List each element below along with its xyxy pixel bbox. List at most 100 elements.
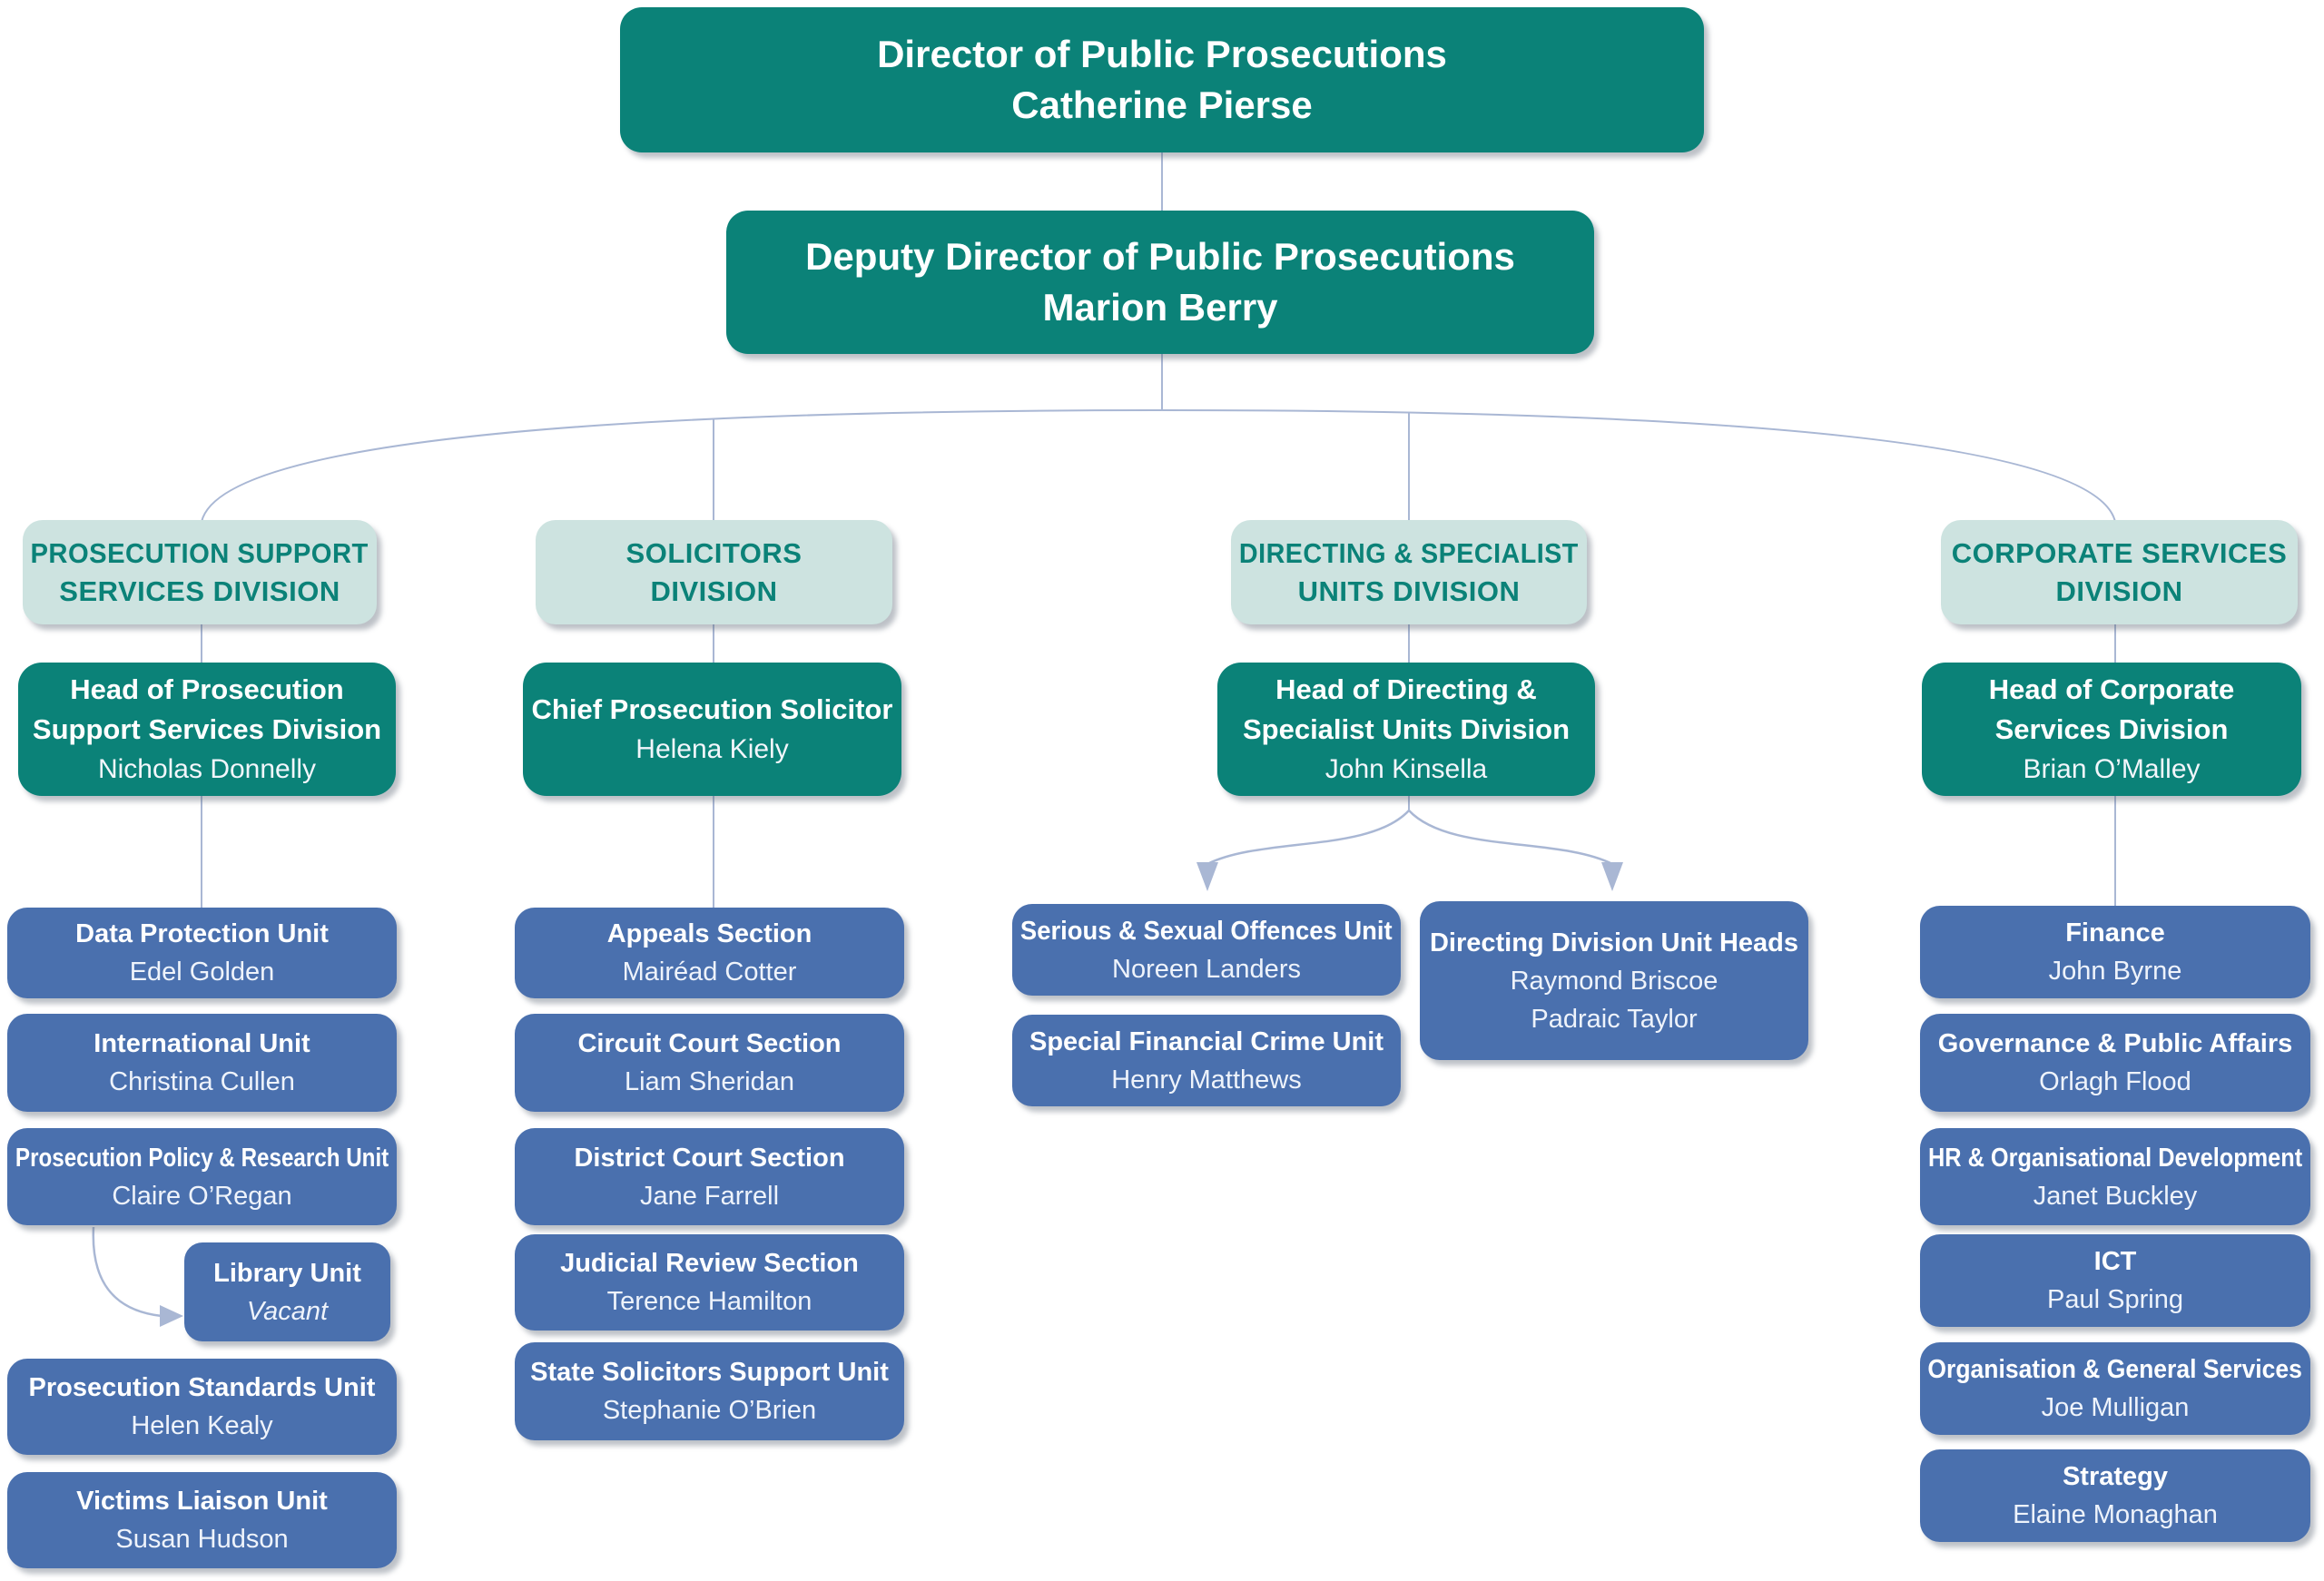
division-header-line: DIRECTING & SPECIALIST <box>1239 536 1579 569</box>
unit-head-name: Edel Golden <box>129 957 275 987</box>
unit-box-organisation-general-services: Organisation & General Services Joe Mull… <box>1920 1342 2310 1435</box>
unit-head-name: Henry Matthews <box>1111 1065 1302 1095</box>
unit-title: Prosecution Standards Unit <box>28 1373 376 1402</box>
unit-box-circuit-court: Circuit Court Section Liam Sheridan <box>515 1014 904 1112</box>
unit-head-name: Janet Buckley <box>2033 1181 2198 1211</box>
arrowhead-library <box>160 1305 183 1327</box>
unit-head-name: Paul Spring <box>2047 1285 2183 1314</box>
division-header-line: UNITS DIVISION <box>1297 574 1521 607</box>
head-name: Nicholas Donnelly <box>97 753 317 784</box>
division-header-line: CORPORATE SERVICES <box>1951 536 2288 569</box>
head-title-line: Head of Corporate <box>1988 673 2235 705</box>
head-name: John Kinsella <box>1324 753 1488 784</box>
unit-vacant-label: Vacant <box>246 1296 329 1326</box>
unit-box-judicial-review: Judicial Review Section Terence Hamilton <box>515 1234 904 1331</box>
unit-box-directing-division-unit-heads: Directing Division Unit Heads Raymond Br… <box>1420 901 1808 1060</box>
unit-head-name: Terence Hamilton <box>606 1287 812 1316</box>
unit-head-name: Liam Sheridan <box>625 1067 794 1096</box>
unit-head-name: John Byrne <box>2048 957 2182 986</box>
deputy-title: Deputy Director of Public Prosecutions <box>805 235 1515 278</box>
director-name: Catherine Pierse <box>1011 83 1313 126</box>
unit-title: ICT <box>2093 1247 2137 1276</box>
unit-title: Directing Division Unit Heads <box>1429 928 1799 957</box>
head-title-line: Chief Prosecution Solicitor <box>531 692 893 725</box>
connector-fanout-arc <box>201 408 2116 523</box>
head-name: Helena Kiely <box>635 733 789 764</box>
unit-head-name: Raymond Briscoe <box>1510 966 1718 996</box>
unit-title: Prosecution Policy & Research Unit <box>15 1143 389 1173</box>
unit-head-name: Elaine Monaghan <box>2013 1500 2218 1529</box>
unit-box-finance: Finance John Byrne <box>1920 906 2310 998</box>
arrow-curve-directing-heads <box>1408 810 1613 866</box>
unit-title: Finance <box>2065 918 2165 948</box>
unit-box-hr-organisational-development: HR & Organisational Development Janet Bu… <box>1920 1128 2310 1225</box>
unit-box-appeals: Appeals Section Mairéad Cotter <box>515 908 904 998</box>
unit-title: Appeals Section <box>606 919 812 948</box>
arrowhead-directing-heads <box>1601 862 1623 891</box>
division-header-prosecution-support: PROSECUTION SUPPORT SERVICES DIVISION <box>23 520 377 624</box>
unit-box-special-financial-crime: Special Financial Crime Unit Henry Matth… <box>1012 1015 1401 1106</box>
unit-head-name: Mairéad Cotter <box>622 957 797 987</box>
unit-title: Organisation & General Services <box>1927 1355 2303 1384</box>
head-title-line: Specialist Units Division <box>1242 712 1571 745</box>
division-header-line: PROSECUTION SUPPORT <box>30 536 369 569</box>
director-title: Director of Public Prosecutions <box>877 33 1447 75</box>
unit-title: Library Unit <box>213 1258 361 1288</box>
unit-box-data-protection: Data Protection Unit Edel Golden <box>7 908 397 998</box>
division-header-solicitors: SOLICITORS DIVISION <box>536 520 892 624</box>
division-header-line: DIVISION <box>650 574 778 607</box>
unit-title: Governance & Public Affairs <box>1937 1029 2293 1058</box>
unit-box-serious-sexual-offences: Serious & Sexual Offences Unit Noreen La… <box>1012 904 1401 996</box>
unit-box-victims-liaison: Victims Liaison Unit Susan Hudson <box>7 1472 397 1568</box>
unit-title: International Unit <box>94 1029 310 1058</box>
unit-head-name: Joe Mulligan <box>2041 1393 2190 1422</box>
division-header-corporate-services: CORPORATE SERVICES DIVISION <box>1941 520 2298 624</box>
unit-box-ict: ICT Paul Spring <box>1920 1234 2310 1327</box>
head-box-directing-specialist: Head of Directing & Specialist Units Div… <box>1217 663 1595 796</box>
division-header-line: SOLICITORS <box>625 536 803 569</box>
division-header-line: DIVISION <box>2055 574 2183 607</box>
unit-box-library: Library Unit Vacant <box>184 1242 390 1341</box>
unit-head-name: Helen Kealy <box>131 1411 273 1440</box>
director-box: Director of Public Prosecutions Catherin… <box>620 7 1704 152</box>
arrowhead-serious-offences <box>1196 862 1218 891</box>
head-title-line: Services Division <box>1994 712 2229 745</box>
unit-box-prosecution-standards: Prosecution Standards Unit Helen Kealy <box>7 1359 397 1455</box>
unit-box-strategy: Strategy Elaine Monaghan <box>1920 1449 2310 1542</box>
unit-box-prosecution-policy-research: Prosecution Policy & Research Unit Clair… <box>7 1128 397 1225</box>
unit-title: Strategy <box>2062 1462 2169 1491</box>
unit-title: Circuit Court Section <box>577 1029 842 1058</box>
unit-head-name: Stephanie O’Brien <box>602 1396 817 1425</box>
unit-box-international: International Unit Christina Cullen <box>7 1014 397 1112</box>
unit-title: HR & Organisational Development <box>1927 1143 2303 1173</box>
unit-title: Special Financial Crime Unit <box>1029 1026 1384 1056</box>
head-title-line: Support Services Division <box>32 712 382 745</box>
unit-title: State Solicitors Support Unit <box>530 1358 889 1387</box>
deputy-name: Marion Berry <box>1042 286 1278 329</box>
division-header-line: SERVICES DIVISION <box>59 574 340 607</box>
unit-title: Data Protection Unit <box>75 919 329 948</box>
unit-box-state-solicitors-support: State Solicitors Support Unit Stephanie … <box>515 1342 904 1440</box>
head-title-line: Head of Prosecution <box>70 673 344 705</box>
head-name: Brian O’Malley <box>2023 753 2201 784</box>
unit-title: Victims Liaison Unit <box>76 1487 328 1516</box>
unit-head-name: Padraic Taylor <box>1531 1004 1698 1034</box>
unit-title: Judicial Review Section <box>560 1249 859 1278</box>
arrow-curve-serious-offences <box>1206 810 1410 866</box>
unit-title: Serious & Sexual Offences Unit <box>1020 916 1393 946</box>
unit-head-name: Christina Cullen <box>109 1067 295 1096</box>
head-box-prosecution-support: Head of Prosecution Support Services Div… <box>18 663 396 796</box>
arrow-curve-library <box>92 1226 162 1318</box>
unit-head-name: Orlagh Flood <box>2039 1067 2191 1096</box>
division-header-directing-specialist: DIRECTING & SPECIALIST UNITS DIVISION <box>1231 520 1587 624</box>
head-title-line: Head of Directing & <box>1275 673 1537 705</box>
unit-head-name: Jane Farrell <box>639 1181 780 1211</box>
deputy-director-box: Deputy Director of Public Prosecutions M… <box>726 211 1594 354</box>
unit-title: District Court Section <box>574 1143 845 1173</box>
unit-head-name: Claire O’Regan <box>112 1181 292 1211</box>
unit-head-name: Susan Hudson <box>115 1525 289 1554</box>
unit-box-district-court: District Court Section Jane Farrell <box>515 1128 904 1225</box>
head-box-solicitors: Chief Prosecution Solicitor Helena Kiely <box>523 663 901 796</box>
